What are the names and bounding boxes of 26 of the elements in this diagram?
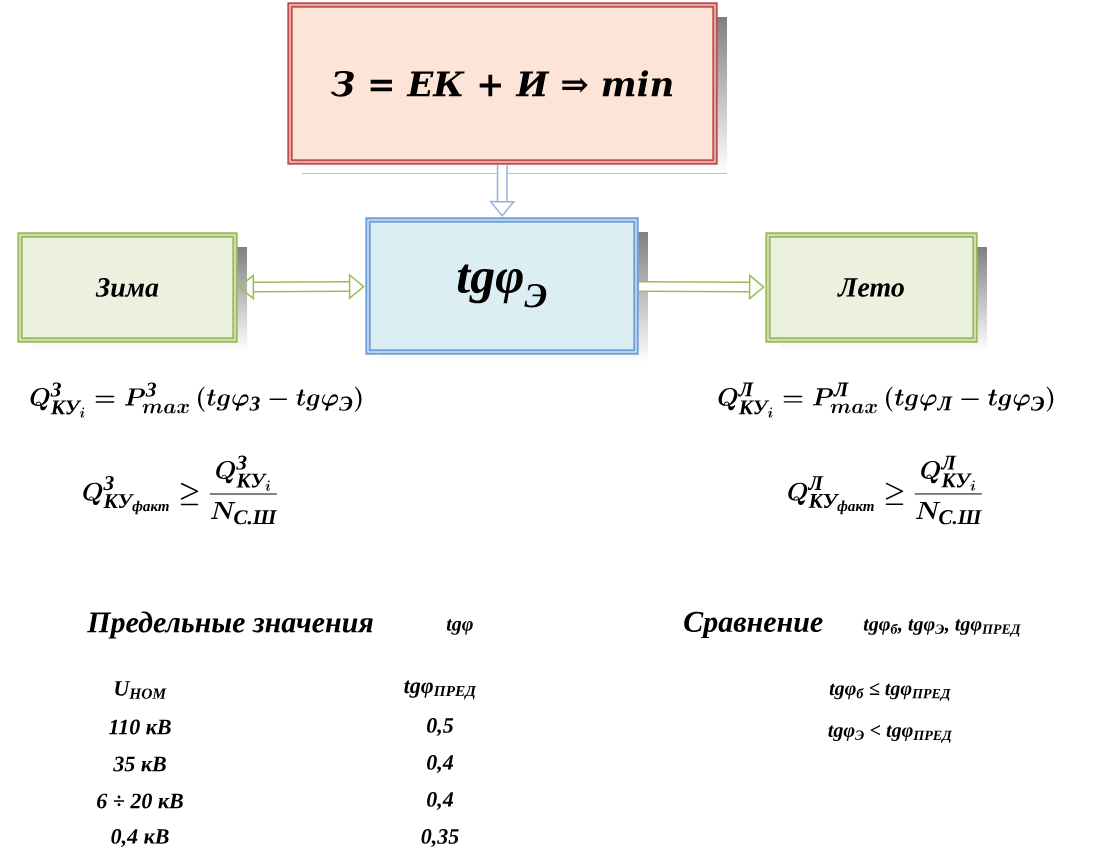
inequality: tgφ$_{б}$ ≤ tgφ$_{ПРЕД}$: [829, 682, 951, 702]
season-box: Зима: [17, 232, 247, 352]
table-cell: 0,4 кВ: [111, 829, 169, 847]
formula: $Q^{\text{З}}_{\text{КУ}_{i}} = P^{\text{З}}_{max}\left(tg\varphi_{\text{З}} - tg\varphi_{\text{Э}}\right)$: [30, 382, 362, 418]
hollow-arrow: [489, 165, 516, 217]
result-box: tgφ$_{Э}$: [365, 217, 648, 364]
column-heading: U$_{НОМ}$: [115, 681, 167, 699]
formula: $Q^{\text{З}}_{\text{КУ}_{\text{факт}}} \geq \frac{Q^{\text{З}}_{\text{КУ}_{i}}}{N_{\text{С.Ш}}}$: [83, 455, 277, 525]
table-heading: tgφ: [446, 619, 473, 635]
hollow-arrow: [238, 273, 365, 301]
formula: $Q^{\text{Л}}_{\text{КУ}_{\text{факт}}} \geq \frac{Q^{\text{Л}}_{\text{КУ}_{i}}}{N_{\text{С.Ш}}}$: [788, 455, 982, 525]
table-cell: 0,4: [427, 755, 454, 773]
inequality: tgφ$_{Э}$ < tgφ$_{ПРЕД}$: [828, 725, 953, 743]
formula: $Q^{\text{Л}}_{\text{КУ}_{i}} = P^{\text{Л}}_{max}\left(tg\varphi_{\text{Л}} - tg\varphi_{\text{Э}}\right)$: [718, 382, 1054, 418]
table-cell: 0,5: [427, 718, 454, 736]
table-cell: 35 кВ: [113, 756, 166, 772]
table-cell: 0,35: [421, 829, 459, 847]
table-cell: 110 кВ: [108, 719, 171, 735]
comparison-heading: tgφ$_{б}$, tgφ$_{Э}$, tgφ$_{ПРЕД}$: [863, 619, 1021, 637]
column-heading: tgφ$_{ПРЕД}$: [404, 680, 477, 700]
formula-box: З = ЕК + И ⇒ min: [287, 2, 727, 174]
table-cell: 0,4: [427, 792, 454, 810]
table-heading: Предельные значения: [87, 611, 373, 639]
comparison-heading: Сравнение: [684, 611, 823, 639]
season-box: Лето: [765, 232, 987, 352]
table-cell: 6 ÷ 20 кВ: [97, 793, 183, 809]
